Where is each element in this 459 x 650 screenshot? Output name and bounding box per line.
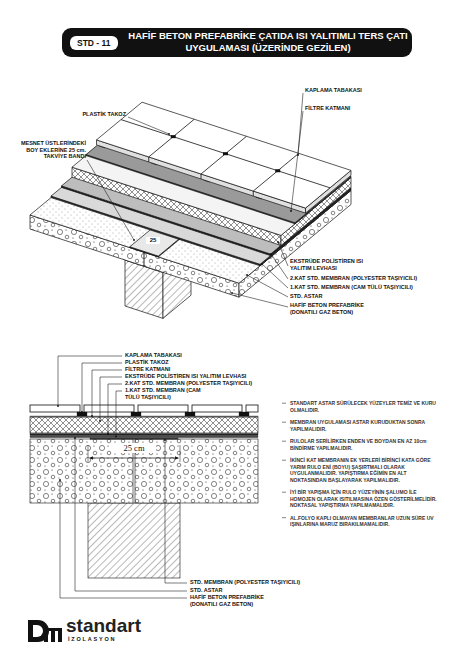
note-text: İYİ BİR YAPIŞMA İÇİN RULO YÜZEYİNİN ŞALU…	[290, 489, 440, 509]
callout-label: FİLTRE KATMANI	[125, 366, 275, 373]
callout-label: MESNET ÜSTLERİNDEKİ BOY EKLERİNE 25 cm. …	[8, 140, 86, 160]
leader-lines	[57, 93, 303, 598]
title-band	[62, 28, 412, 57]
note-bullet	[282, 517, 286, 518]
note-text: İKİNCİ KAT MEMBRANIN EK YERLERİ BİRİNCİ …	[290, 457, 440, 483]
callout-label: 2.KAT STD. MEMBRAN (POLYESTER TAŞIYICILI…	[125, 380, 285, 387]
leader-line	[278, 242, 288, 266]
note-bullet	[282, 422, 286, 423]
callout-label: STD. MEMBRAN (POLYESTER TAŞIYICILI)	[190, 579, 340, 586]
callout-label: 1.KAT STD. MEMBRAN (CAM TÜLÜ TAŞIYICILI)	[125, 387, 207, 400]
leader-line	[108, 384, 122, 434]
leader-line	[262, 264, 288, 288]
title: HAFİF BETON PREFABRİKE ÇATIDA ISI YALITI…	[128, 30, 408, 54]
callout-label: STD. ASTAR	[190, 587, 290, 594]
note-text: AL.FOLYO KAPLI OLMAYAN MEMBRANLAR UZUN S…	[290, 515, 440, 528]
note-bullet	[282, 460, 286, 461]
note-bullet	[282, 403, 286, 404]
code-text: STD - 11	[77, 38, 111, 48]
leader-line	[60, 480, 187, 598]
callout-label: PLASTİK TAKOZ	[125, 359, 275, 366]
leader-line	[100, 377, 122, 421]
leader-line	[247, 275, 288, 297]
leader-line	[87, 160, 134, 240]
logo-text: standart	[66, 616, 176, 635]
leader-line	[75, 438, 187, 591]
code-badge: STD - 11	[70, 36, 118, 50]
callout-label: KAPLAMA TABAKASI	[305, 87, 425, 94]
callout-label: PLASTİK TAKOZ	[60, 111, 126, 118]
callout-label: EKSTRÜDE POLİSTİREN ISI YALITIM LEVHASI	[125, 373, 285, 380]
leader-line	[271, 254, 288, 279]
leader-line	[128, 117, 169, 134]
callout-label: 2.KAT STD. MEMBRAN (POLYESTER TAŞIYICILI…	[290, 275, 450, 282]
callout-label: HAFİF BETON PREFABRİKE (DONATILI GAZ BET…	[190, 594, 282, 607]
note-bullet	[282, 441, 286, 442]
leader-line	[58, 356, 122, 406]
logo-mark	[28, 620, 62, 642]
callout-label: STD. ASTAR	[290, 293, 390, 300]
callout-label: FİLTRE KATMANI	[305, 105, 425, 112]
section-view	[30, 405, 258, 578]
note-bullet	[282, 492, 286, 493]
callout-label: EKSTRÜDE POLİSTİREN ISI YALITIM LEVHASI	[290, 258, 372, 271]
callout-label: 25	[146, 237, 160, 244]
note-bullets	[282, 403, 286, 518]
callout-label: 1.KAT STD. MEMBRAN (CAM TÜLÜ TAŞIYICILI)	[290, 284, 450, 291]
note-text: STANDART ASTAR SÜRÜLECEK YÜZEYLER TEMİZ …	[290, 400, 440, 413]
note-text: MEMBRAN UYGULAMASI ASTAR KURUDUKTAN SONR…	[290, 419, 440, 432]
callout-label: HAFİF BETON PREFABRİKE (DONATILI GAZ BET…	[290, 302, 382, 315]
leader-line	[291, 111, 303, 211]
note-text: RULOLAR SERİLİRKEN ENDEN VE BOYDAN EN AZ…	[290, 438, 440, 451]
leader-line	[165, 440, 187, 583]
leader-line	[232, 293, 288, 307]
leader-line	[116, 391, 122, 437]
logo-text: İZOLASYON	[68, 637, 158, 643]
callout-label: KAPLAMA TABAKASI	[125, 352, 275, 359]
callout-label: 25 cm	[112, 443, 156, 453]
